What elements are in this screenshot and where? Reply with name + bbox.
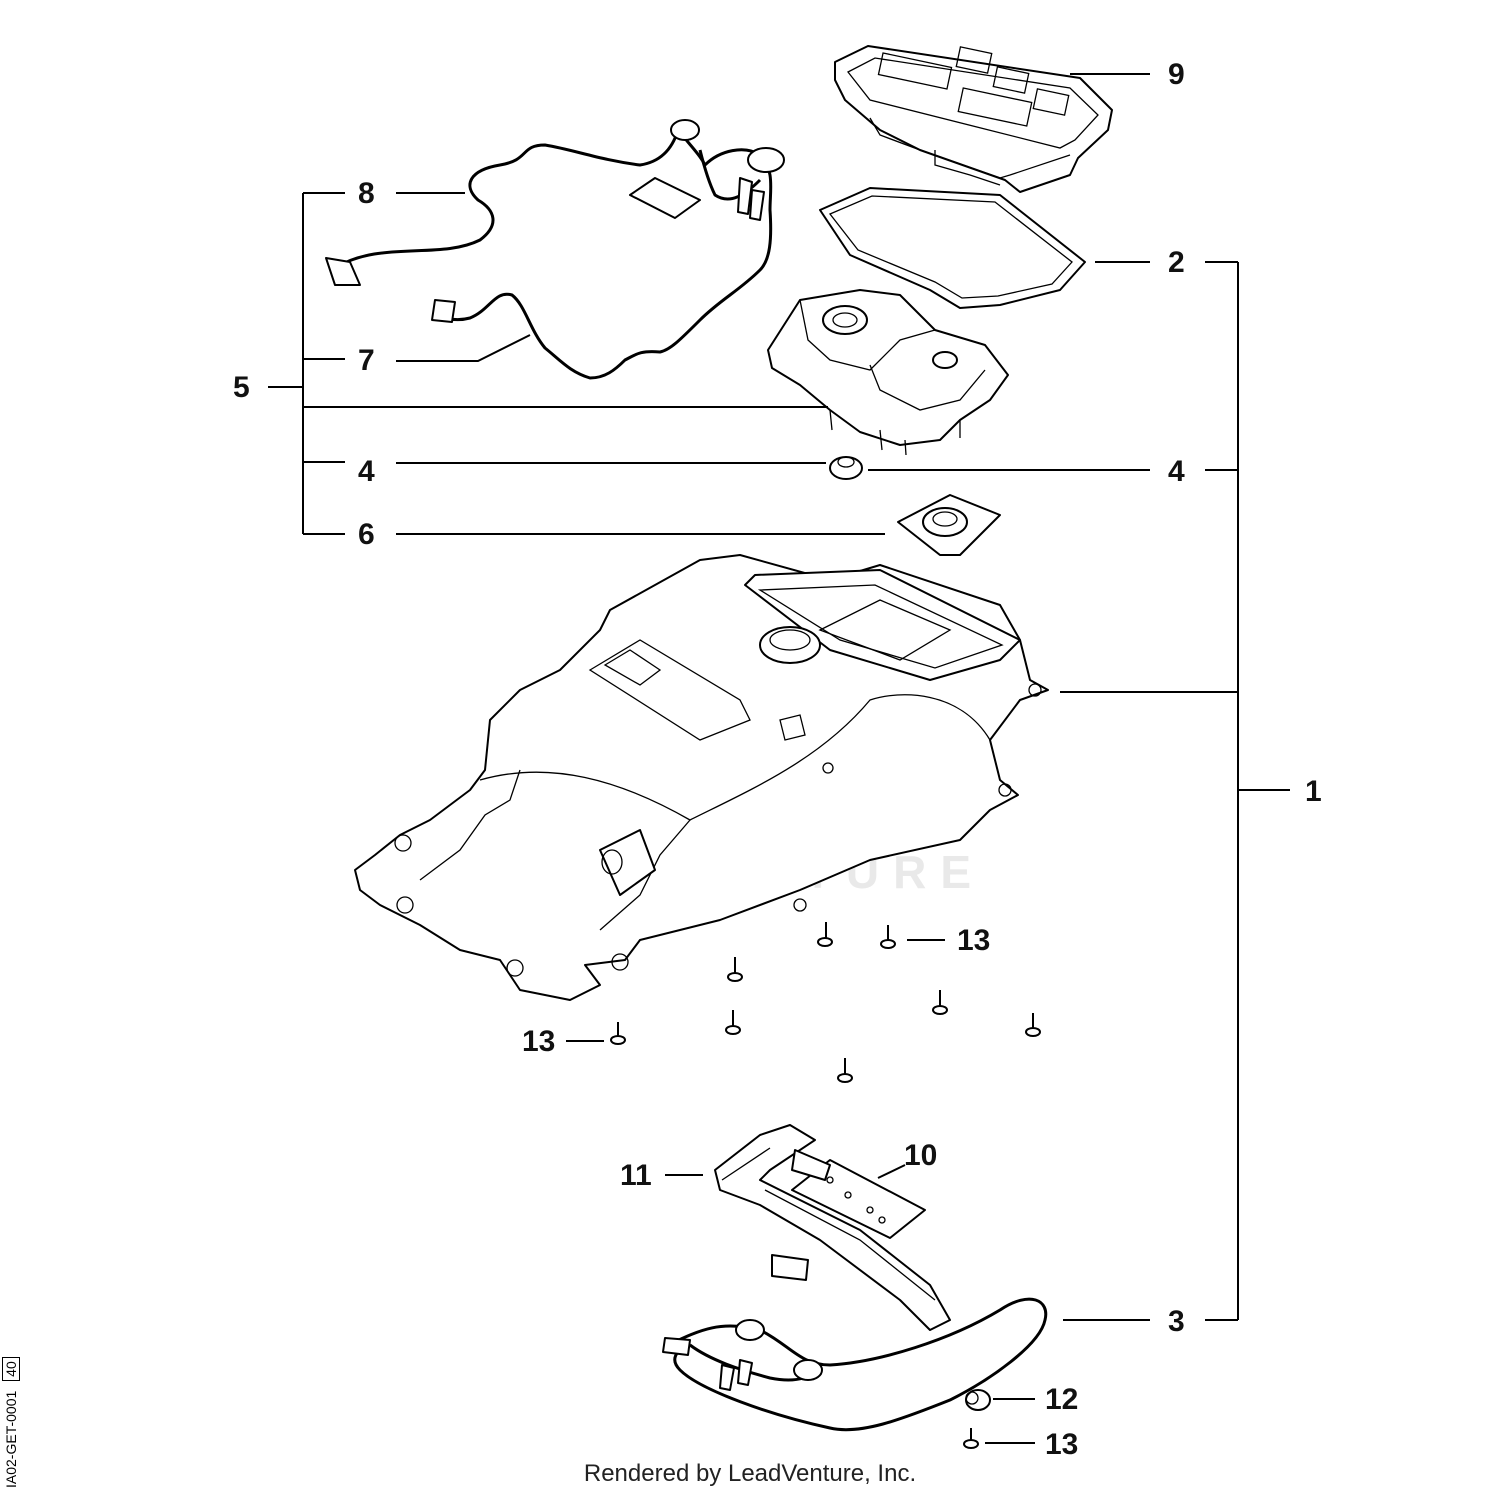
screw xyxy=(837,1058,853,1083)
callout-2: 2 xyxy=(1168,246,1185,279)
screws-group xyxy=(610,922,1041,1449)
grommet-part xyxy=(829,456,863,480)
page-number: 40 xyxy=(2,1357,20,1381)
screw xyxy=(725,1010,741,1035)
callout-4-left: 4 xyxy=(358,455,375,488)
callout-13-bottom: 13 xyxy=(1045,1428,1078,1461)
screw xyxy=(932,990,948,1015)
speaker-part xyxy=(897,494,1001,556)
screw xyxy=(1025,1013,1041,1037)
callout-10: 10 xyxy=(904,1139,937,1172)
leader-lines xyxy=(268,73,1290,1444)
housing-insert-part xyxy=(767,289,1009,456)
callout-11: 11 xyxy=(620,1159,652,1192)
screw xyxy=(880,925,896,949)
callout-13-top: 13 xyxy=(957,924,990,957)
control-panel-part xyxy=(834,45,1113,193)
cap-part xyxy=(965,1389,991,1411)
main-housing-part xyxy=(354,554,1049,1001)
callout-1: 1 xyxy=(1305,775,1322,808)
reference-code-block: IA02-GET-0001 40 xyxy=(2,1357,20,1488)
ribbon-cable-part xyxy=(714,1124,951,1331)
footer-credit: Rendered by LeadVenture, Inc. xyxy=(583,1460,917,1487)
callout-4-right: 4 xyxy=(1168,455,1185,488)
gasket-part xyxy=(819,187,1086,309)
callout-13-left: 13 xyxy=(522,1025,555,1058)
screw xyxy=(610,1022,626,1045)
screw xyxy=(963,1428,979,1449)
reference-code: IA02-GET-0001 xyxy=(3,1390,19,1488)
screw xyxy=(727,957,743,982)
callout-3: 3 xyxy=(1168,1305,1185,1338)
callout-12: 12 xyxy=(1045,1383,1078,1416)
callout-7: 7 xyxy=(358,344,375,377)
lower-harness-part xyxy=(662,1297,1048,1432)
callout-9: 9 xyxy=(1168,58,1185,91)
callouts: 9 2 4 1 3 8 7 5 4 6 13 13 10 11 12 13 xyxy=(233,58,1322,1461)
callout-5: 5 xyxy=(233,371,250,404)
screw xyxy=(817,922,833,947)
callout-6: 6 xyxy=(358,518,375,551)
wiring-harness-part xyxy=(325,119,785,380)
callout-8: 8 xyxy=(358,177,375,210)
